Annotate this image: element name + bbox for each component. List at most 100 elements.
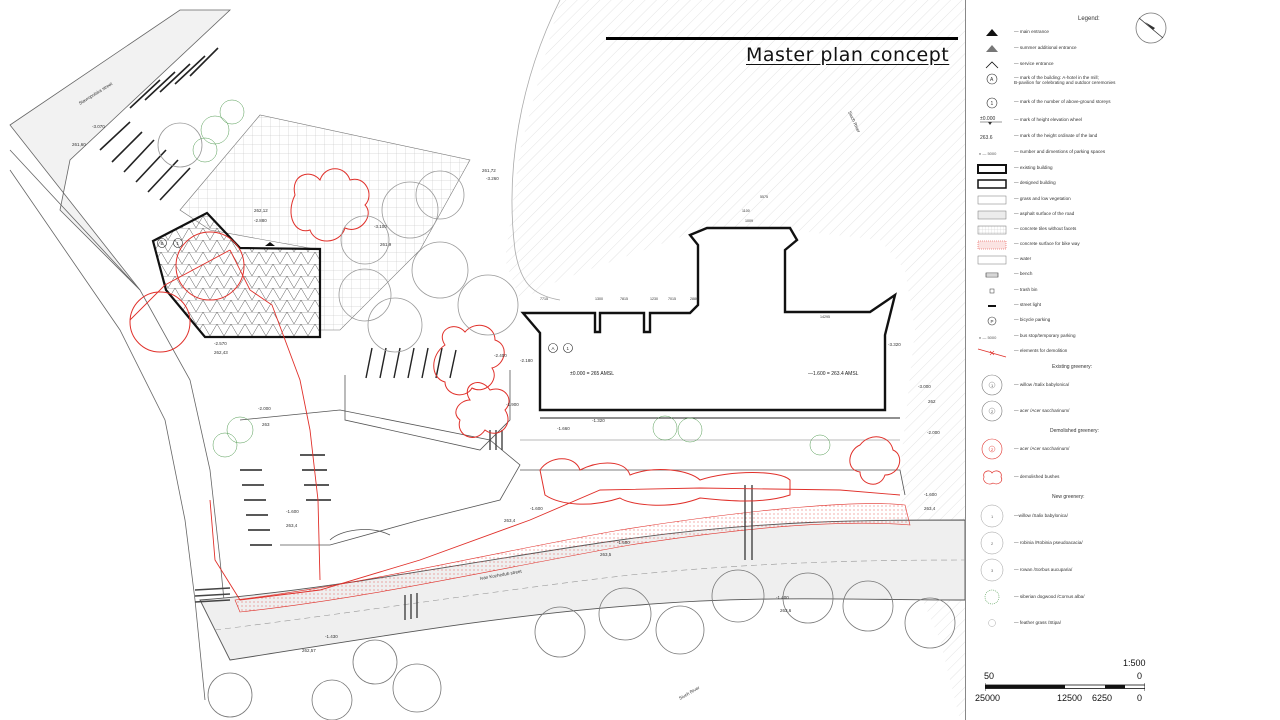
legend-item-label: — acer /Acer saccharinum/ <box>1014 408 1070 413</box>
legend-item-main-entrance: — main entrance <box>968 26 1208 40</box>
parking-middle <box>240 347 457 546</box>
legend-item-label: — grass and low vegetation <box>1014 196 1071 201</box>
legend-item-existing-building: — existing building <box>968 162 1208 176</box>
level-mark: 262,12 <box>254 208 268 213</box>
dimension-mark: 5575 <box>760 195 768 199</box>
main-entrance-icon <box>986 29 998 36</box>
bicycle-parking-symbol: P <box>991 319 994 324</box>
level-mark: 261,60 <box>72 142 86 147</box>
legend-item-label: — mark of the building: A-hotel in the m… <box>1014 75 1099 80</box>
level-mark: -1.900 <box>506 402 519 407</box>
legend-item-bus-stop: n — 5000 — bus stop/temporary parking <box>968 330 1208 344</box>
service-entrance-icon <box>985 61 999 69</box>
legend-item-label: — willow /Salix babylonica/ <box>1014 382 1070 387</box>
level-mark: -1.500 <box>617 540 630 545</box>
river-label-bottom: Siuch River <box>678 685 701 701</box>
demolished-bushes-icon <box>983 470 1003 485</box>
summer-entrance-icon <box>986 45 998 52</box>
building-mark-icon: A <box>986 73 998 85</box>
dimension-mark: 2880 <box>690 297 698 301</box>
legend-item-street-light: — street light <box>968 299 1208 313</box>
level-mark: -1.660 <box>557 426 570 431</box>
scale-top-left: 50 <box>984 671 995 681</box>
legend-item-label: —willow /Salix babylonica/ <box>1014 513 1068 518</box>
legend-item-label: — concrete tiles without facets <box>1014 226 1077 231</box>
level-mark: -3.320 <box>888 342 901 347</box>
dogwood-patches <box>192 99 831 458</box>
acer-demolished-icon: 2 <box>981 438 1003 460</box>
storeys-mark-icon: 1 <box>986 97 998 109</box>
legend-demolished-bushes: — demolished bushes <box>968 466 1208 488</box>
site-plan-drawing: Stavropolska street Ivan Kozhedub street… <box>9 0 965 720</box>
legend-new-robinia: 2 — robinia /Robinia pseudoacacia/ <box>968 531 1208 555</box>
legend-item-label: — mark of the height ordinate of the lan… <box>1014 133 1098 138</box>
demolished-greenery-heading: Demolished greenery: <box>1050 428 1099 434</box>
legend-item-label-2: B-pavilion for celebrating and outdoor c… <box>1014 80 1116 85</box>
level-mark: -3.000 <box>918 384 931 389</box>
elevation-mark-icon: ±0.000 <box>980 116 1002 125</box>
legend-new-willow: 1 —willow /Salix babylonica/ <box>968 504 1208 528</box>
legend-item-label: — number and dimentions of parking space… <box>1014 149 1106 154</box>
bike-way-icon <box>977 240 1007 250</box>
scale-bar: 1:500 50 0 25000 12500 6250 0 <box>975 655 1150 705</box>
riverbank-area <box>505 0 965 720</box>
legend-existing-acer: 2 — acer /Acer saccharinum/ <box>968 400 1208 422</box>
bicycle-parking-icon: P <box>987 316 997 326</box>
level-mark: 261,9 <box>380 242 392 247</box>
legend-item-label: — trash bin <box>1014 287 1038 292</box>
legend-item-designed-building: — designed building <box>968 177 1208 191</box>
legend-item-bike-way: — concrete surface for bike way <box>968 238 1208 252</box>
legend-item-label: — main entrance <box>1014 29 1049 34</box>
legend-item-building-mark: A — mark of the building: A-hotel in the… <box>968 72 1208 92</box>
legend-heading: Legend: <box>1078 16 1100 22</box>
existing-greenery-heading: Existing greenery: <box>1052 364 1093 370</box>
willow-new-symbol: 1 <box>991 514 994 519</box>
legend-item-label: — concrete surface for bike way <box>1014 241 1080 246</box>
willow-existing-symbol: 1 <box>991 383 994 388</box>
level-mark: -1.400 <box>776 595 789 600</box>
level-mark: 262,43 <box>214 350 228 355</box>
level-mark: 263,5 <box>600 552 612 557</box>
level-mark: 263,4 <box>504 518 516 523</box>
level-marks: -3.070261,60262,12-2.880261,72-3.260-3.1… <box>72 124 940 653</box>
scale-bar-graphic <box>985 683 1145 691</box>
feather-grass-icon <box>988 619 996 627</box>
bus-stop-icon: n — 5000 <box>979 335 997 340</box>
legend-item-label: — summer additional entrance <box>1014 45 1077 50</box>
north-arrow-icon <box>1135 12 1167 44</box>
legend-item-label: — asphalt surface of the road <box>1014 211 1075 216</box>
legend-item-label: — service entrance <box>1014 61 1054 66</box>
demolished-bushes <box>129 168 901 506</box>
legend-item-service-entrance: — service entrance <box>968 58 1208 72</box>
legend-item-label: — siberian dogwood /Cornus alba/ <box>1014 594 1085 599</box>
level-mark: -1.320 <box>592 418 605 423</box>
level-mark: 261,72 <box>482 168 496 173</box>
legend-new-feather-grass: — feather grass /Stipa/ <box>968 612 1208 634</box>
level-mark: -2.880 <box>254 218 267 223</box>
dimension-mark: 1100 <box>742 209 750 213</box>
scale-label-0: 25000 <box>975 693 1001 703</box>
level-mark: 262,57 <box>302 648 316 653</box>
level-mark: -3.260 <box>486 176 499 181</box>
demolition-icon <box>977 348 1007 358</box>
concrete-plaza <box>179 114 471 331</box>
level-mark: -1.600 <box>924 492 937 497</box>
panel-divider <box>965 0 966 720</box>
trash-bin-icon <box>989 288 995 294</box>
water-icon <box>977 255 1007 265</box>
legend-item-label: — mark of height elevation wheel <box>1014 117 1082 122</box>
legend-item-water: — water <box>968 253 1208 267</box>
designed-building-icon <box>977 179 1007 189</box>
legend-item-label: — rowan /Sorbus aucuparia/ <box>1014 567 1073 572</box>
level-mark: -2.570 <box>214 341 227 346</box>
level-mark: -2.180 <box>520 358 533 363</box>
crosswalks <box>194 430 753 620</box>
dimension-mark: 7715 <box>540 297 548 301</box>
legend-existing-willow: 1 — willow /Salix babylonica/ <box>968 374 1208 396</box>
dimension-mark: 7815 <box>620 297 628 301</box>
building-mark-symbol: A <box>990 77 994 83</box>
legend-new-dogwood: — siberian dogwood /Cornus alba/ <box>968 586 1208 608</box>
dimension-mark: 1300 <box>595 297 603 301</box>
title-rule <box>606 37 958 40</box>
legend-item-bicycle-parking: P — bicycle parking <box>968 314 1208 328</box>
